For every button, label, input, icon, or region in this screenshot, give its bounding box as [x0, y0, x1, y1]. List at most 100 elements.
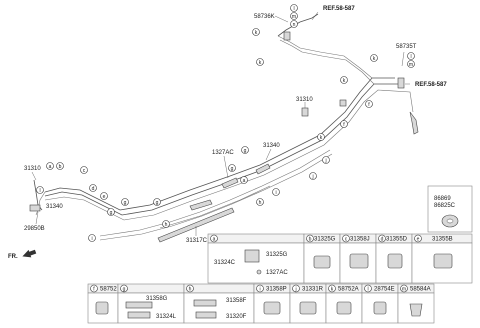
- clip-mid: [255, 163, 271, 175]
- main-pipe-bundle: [33, 13, 414, 241]
- callout-h-center[interactable]: h: [256, 198, 264, 207]
- callout-c-left[interactable]: c: [80, 166, 88, 175]
- rear-hose-end: [409, 111, 419, 135]
- part-31310-left-label: 31310: [24, 166, 41, 172]
- callout-l-right[interactable]: l: [407, 52, 415, 61]
- callout-e-left[interactable]: e: [100, 192, 108, 201]
- callout-g-center[interactable]: g: [228, 164, 236, 173]
- callout-j-lower[interactable]: j: [309, 172, 317, 181]
- ref-label-right[interactable]: REF.58-587: [415, 82, 447, 88]
- part-31324l-label: 31324L: [156, 314, 177, 320]
- callout-k-center[interactable]: k: [317, 133, 325, 142]
- bolt-icon: [256, 269, 262, 275]
- part-31358p-label: 31358P: [266, 287, 287, 293]
- part-31317c-label: 31317C: [186, 238, 208, 244]
- part-58752-label: 58752: [100, 287, 117, 293]
- clip-1327ac: [221, 177, 239, 189]
- part-29850b-label: 29850B: [24, 226, 45, 232]
- svg-text:j: j: [294, 287, 296, 293]
- callout-k-mid[interactable]: k: [340, 76, 348, 85]
- callout-g-lower[interactable]: g: [153, 198, 161, 207]
- svg-text:f: f: [368, 102, 370, 108]
- grommet-box: [427, 185, 473, 233]
- clip-k-icon: [336, 301, 352, 315]
- bracket-center: [189, 199, 213, 211]
- clip-d-icon: [387, 253, 403, 269]
- rear-connector: [397, 77, 405, 89]
- cell-l-callout: l: [364, 284, 372, 293]
- clip-h-icon: [193, 299, 217, 307]
- clip-j-icon: [299, 301, 317, 315]
- drawing-callouts: l m n k k k l m k f f k j j i h g g a g …: [36, 4, 415, 243]
- svg-text:b: b: [59, 164, 62, 170]
- part-31331r-label: 31331R: [302, 287, 324, 293]
- callout-g-left[interactable]: g: [121, 198, 129, 207]
- callout-k-upper[interactable]: k: [256, 58, 264, 67]
- svg-text:i: i: [259, 287, 260, 293]
- clip-g-icon: [125, 301, 153, 309]
- part-31325g-a-label: 31325G: [266, 252, 288, 258]
- svg-text:k: k: [331, 287, 334, 293]
- svg-text:k: k: [343, 78, 346, 84]
- part-31340-left-label: 31340: [46, 204, 63, 210]
- front-direction-label: FR.: [8, 254, 18, 260]
- svg-text:e: e: [103, 194, 106, 200]
- svg-text:k: k: [320, 135, 323, 141]
- callout-l-top[interactable]: l: [290, 4, 298, 13]
- callout-k-right[interactable]: k: [370, 54, 378, 63]
- part-31310-mid-label: 31310: [296, 97, 313, 103]
- callout-k-top[interactable]: k: [252, 28, 260, 37]
- clip-m-icon: [409, 303, 423, 317]
- svg-text:e: e: [417, 237, 420, 243]
- callout-a-center[interactable]: a: [240, 176, 248, 185]
- callout-l-front[interactable]: l: [36, 186, 44, 195]
- callout-i-center[interactable]: i: [272, 188, 280, 197]
- clip-f-icon: [95, 301, 109, 315]
- callout-m-top[interactable]: m: [290, 12, 298, 21]
- svg-text:g: g: [244, 148, 247, 154]
- part-1327ac-table-label: 1327AC: [266, 270, 288, 276]
- svg-text:g: g: [123, 287, 126, 293]
- svg-text:f: f: [93, 287, 95, 293]
- top-connector: [283, 31, 291, 41]
- clip-rear: [339, 99, 347, 107]
- callout-a-left[interactable]: a: [46, 162, 54, 171]
- part-31320f-label: 31320F: [226, 314, 247, 320]
- cell-k-callout: k: [328, 284, 336, 293]
- callout-d-left[interactable]: d: [89, 184, 97, 193]
- callout-n-top[interactable]: n: [290, 20, 298, 29]
- callout-b-left[interactable]: b: [56, 162, 64, 171]
- cell-h: [183, 292, 255, 324]
- cell-c-callout: c: [342, 234, 350, 243]
- svg-text:m: m: [402, 287, 406, 293]
- svg-text:l: l: [293, 6, 294, 12]
- cell-i-callout: i: [256, 284, 264, 293]
- front-connector: [29, 204, 41, 212]
- svg-text:g: g: [156, 200, 159, 206]
- part-86825c-label: 86825C: [434, 203, 456, 209]
- clip-31325g-icon: [244, 249, 260, 263]
- cell-e: [411, 242, 473, 284]
- svg-text:g: g: [124, 200, 127, 206]
- cell-g-callout: g: [120, 284, 128, 293]
- callout-f-mid[interactable]: f: [340, 120, 348, 129]
- callout-g-mid[interactable]: g: [241, 146, 249, 155]
- clip-31310-mid: [301, 107, 309, 117]
- cell-j-callout: j: [292, 284, 300, 293]
- svg-text:g: g: [110, 210, 113, 216]
- callout-m-right[interactable]: m: [407, 60, 415, 69]
- cell-a-callout: a: [210, 234, 218, 243]
- part-31324c-label: 31324C: [214, 260, 236, 266]
- callout-j-center[interactable]: j: [322, 156, 330, 165]
- callout-g-front[interactable]: g: [107, 208, 115, 217]
- cell-c: [339, 242, 377, 284]
- cell-d-callout: d: [378, 234, 386, 243]
- svg-text:j: j: [311, 174, 313, 180]
- callout-i-left[interactable]: i: [88, 234, 96, 243]
- callout-h-lower[interactable]: h: [162, 220, 170, 229]
- callout-f-right[interactable]: f: [365, 100, 373, 109]
- part-31358j-label: 31358J: [350, 237, 370, 243]
- ref-label-top[interactable]: REF.58-587: [323, 6, 355, 12]
- svg-text:h: h: [165, 222, 168, 228]
